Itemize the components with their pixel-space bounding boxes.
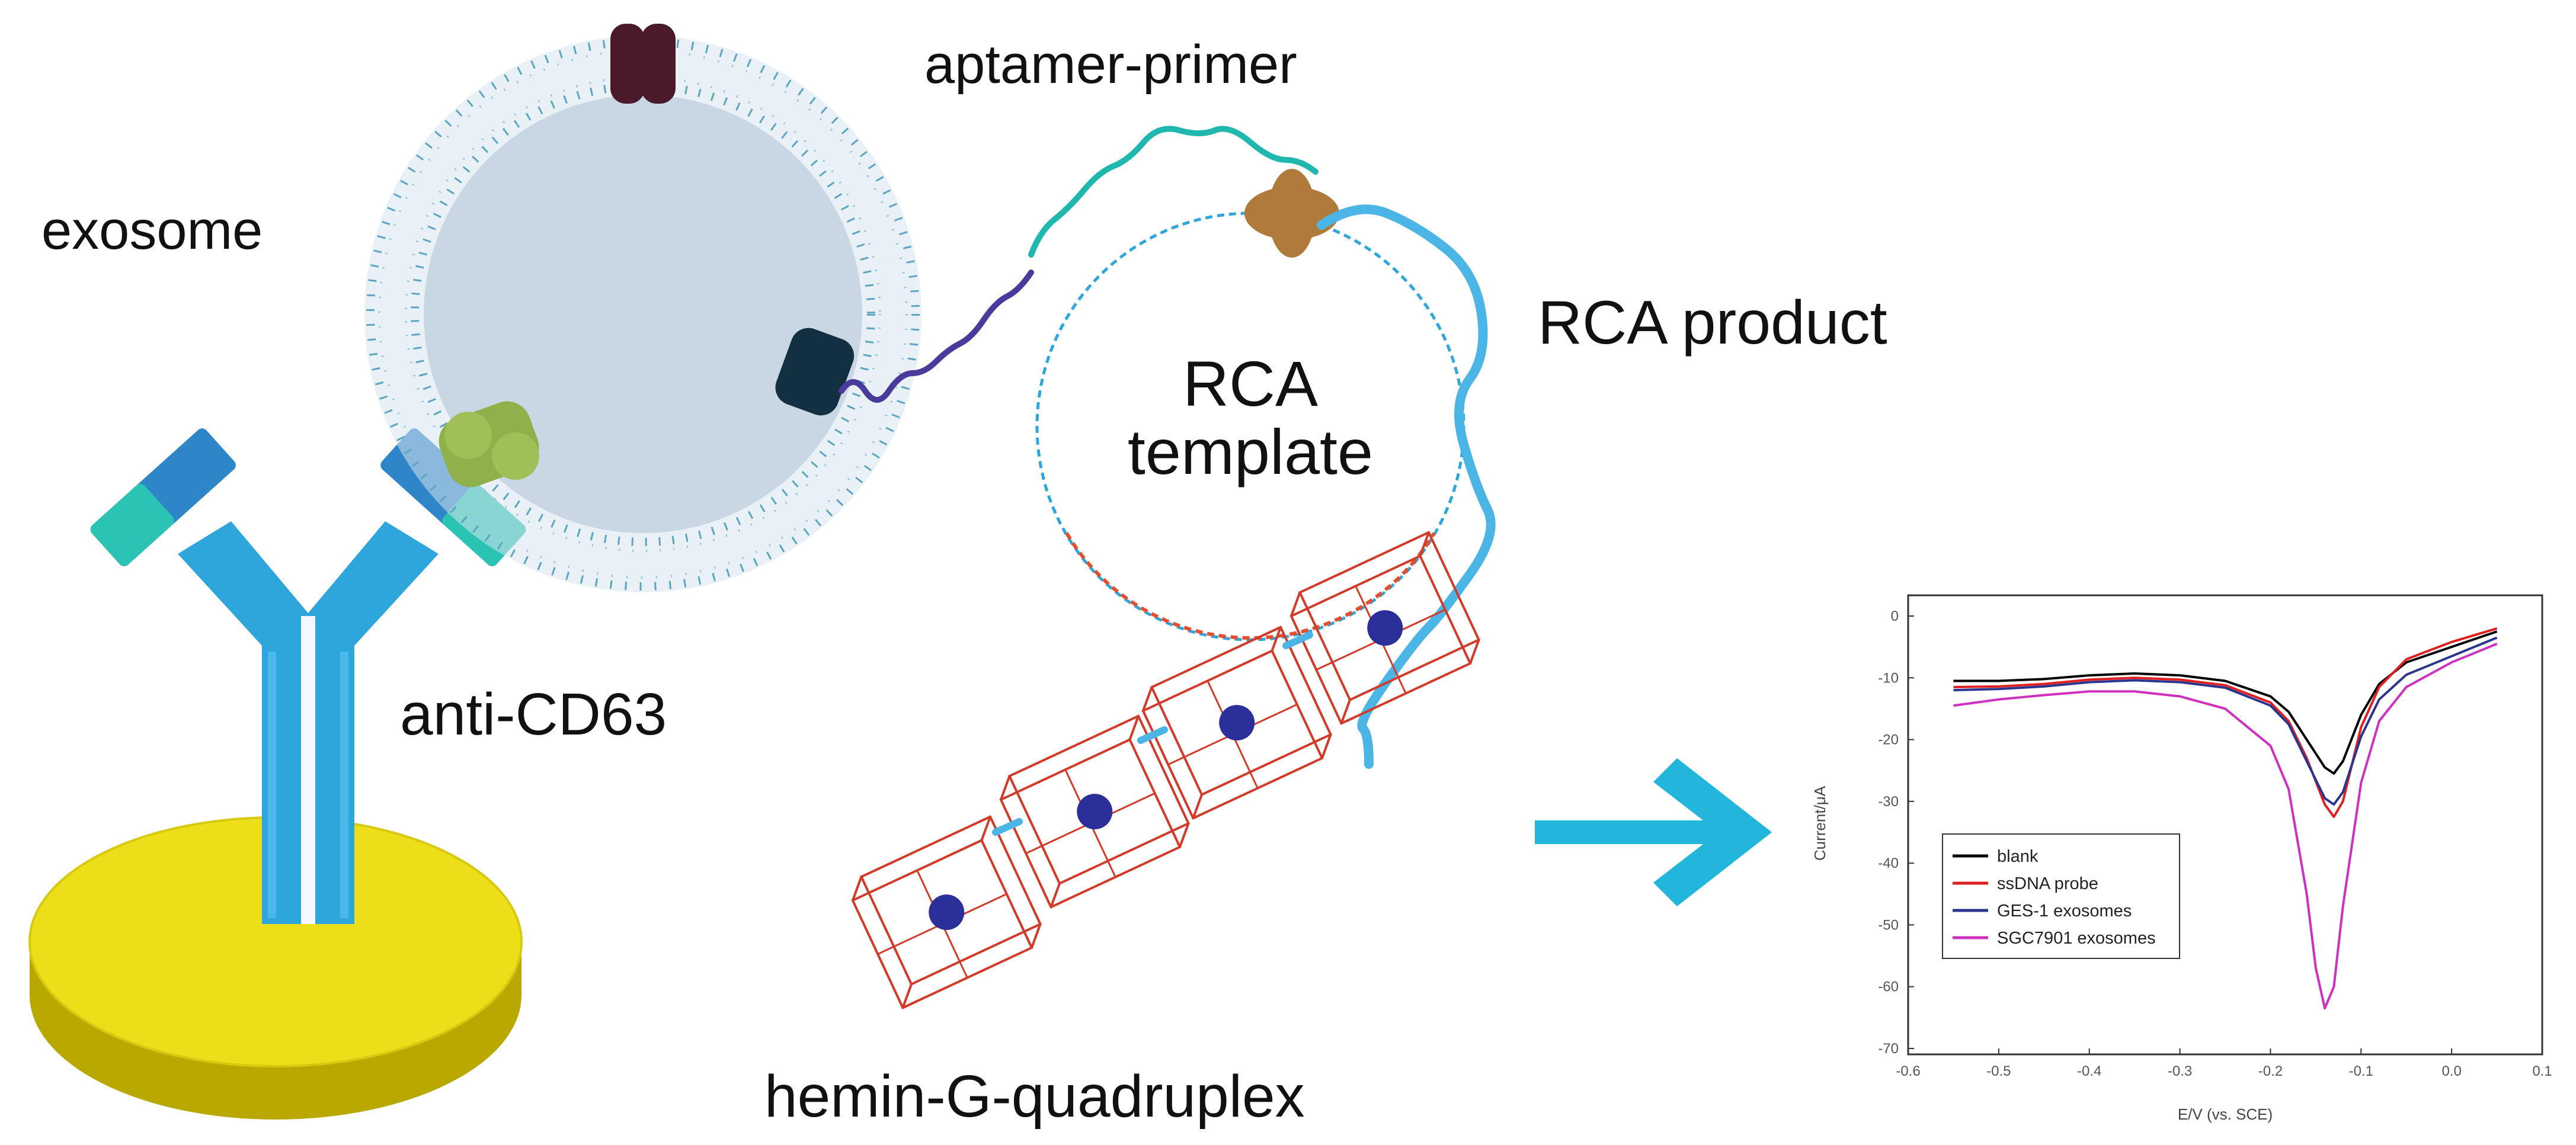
label-rca-template-line1: RCA — [1183, 348, 1318, 419]
dpv-chart: -0.6 -0.5 -0.4 -0.3 -0.2 -0.1 0.0 0.1 0 -10 -20 -3… — [1811, 594, 2552, 1123]
g-quadruplex-unit — [999, 714, 1191, 909]
hemin-dot — [1367, 610, 1403, 646]
arrow-to-chart — [1535, 758, 1772, 906]
label-exosome: exosome — [41, 200, 263, 261]
exosome-vesicle — [364, 36, 921, 592]
gold-electrode — [28, 816, 523, 1120]
hemin-dot — [929, 894, 965, 931]
y-tick-label: -70 — [1878, 1041, 1899, 1057]
g-quadruplex-unit — [1289, 531, 1481, 726]
g-quadruplex-unit — [851, 815, 1042, 1010]
x-tick-label: -0.5 — [1986, 1063, 2011, 1079]
g-quadruplex-units — [851, 531, 1481, 1010]
label-rca-template-line2: template — [1128, 416, 1373, 487]
legend-label: blank — [1997, 847, 2039, 866]
legend-label: SGC7901 exosomes — [1997, 929, 2156, 948]
label-aptamer-primer: aptamer-primer — [924, 34, 1297, 95]
legend-label: GES-1 exosomes — [1997, 902, 2132, 921]
y-tick-label: -50 — [1878, 917, 1899, 933]
series-line-ges-1-exosomes — [1953, 636, 2498, 806]
x-tick-label: 0.1 — [2532, 1063, 2552, 1079]
series-line-blank — [1953, 630, 2498, 775]
y-tick-label: -30 — [1878, 794, 1899, 810]
x-tick-label: -0.4 — [2077, 1063, 2101, 1079]
y-axis-ticks: 0 -10 -20 -30 -40 -50 -60 -70 — [1878, 608, 1914, 1057]
polymerase — [1244, 169, 1339, 258]
legend-label: ssDNA probe — [1997, 874, 2098, 893]
series-lines — [1953, 627, 2498, 1010]
x-tick-label: 0.0 — [2441, 1063, 2461, 1079]
x-axis-ticks: -0.6 -0.5 -0.4 -0.3 -0.2 -0.1 0.0 0.1 — [1896, 1048, 2552, 1079]
y-tick-label: -60 — [1878, 979, 1899, 995]
label-rca-product: RCA product — [1538, 288, 1887, 357]
x-tick-label: -0.6 — [1896, 1063, 1920, 1079]
y-tick-label: -20 — [1878, 732, 1899, 748]
aptamer-strand — [839, 270, 1034, 403]
x-axis-title: E/V (vs. SCE) — [2178, 1105, 2273, 1123]
cd63-protein — [439, 401, 539, 487]
g-quadruplex-unit — [1141, 626, 1333, 820]
aptamer-target-protein — [775, 328, 855, 416]
label-hemin-g-quadruplex: hemin-G-quadruplex — [764, 1063, 1305, 1130]
y-axis-title: Current/μA — [1811, 785, 1829, 861]
series-line-ssdna-probe — [1953, 627, 2498, 818]
x-tick-label: -0.2 — [2258, 1063, 2283, 1079]
rca-product-strand — [1317, 204, 1496, 769]
primer-strand — [1028, 126, 1319, 258]
label-anti-cd63: anti-CD63 — [400, 681, 667, 748]
x-tick-label: -0.1 — [2349, 1063, 2373, 1079]
y-tick-label: -10 — [1878, 670, 1899, 686]
series-line-sgc7901-exosomes — [1953, 643, 2498, 1010]
y-tick-label: -40 — [1878, 855, 1899, 871]
x-tick-label: -0.3 — [2168, 1063, 2192, 1079]
hemin-dot — [1219, 705, 1255, 741]
hemin-dot — [1077, 794, 1113, 830]
membrane-protein-top — [610, 24, 676, 104]
y-tick-label: 0 — [1891, 608, 1899, 624]
